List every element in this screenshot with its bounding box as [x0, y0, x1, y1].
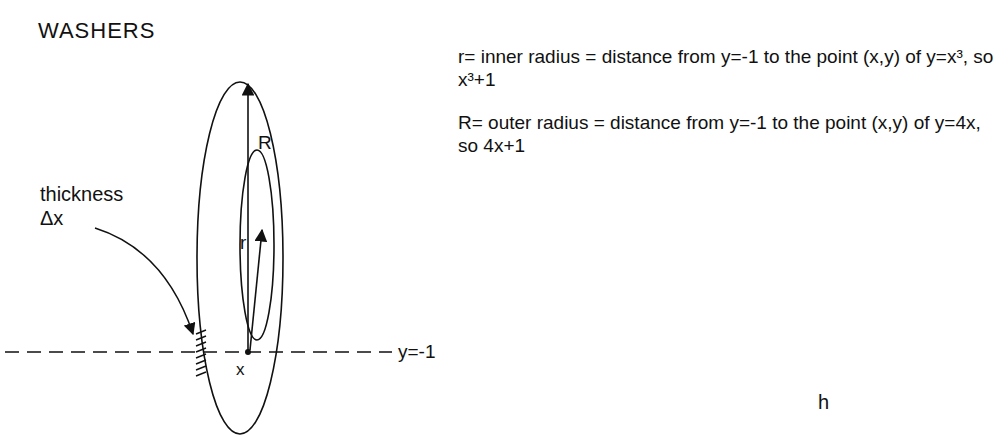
title: WASHERS — [38, 18, 155, 44]
inner-ellipse — [240, 150, 274, 340]
leader-line — [95, 228, 193, 334]
x-point — [245, 349, 251, 355]
x-label: x — [236, 360, 245, 380]
outer-ellipse — [197, 82, 283, 434]
outer-radius-label: R — [258, 132, 272, 155]
outer-radius-arrow — [247, 84, 249, 350]
inner-radius-arrow — [250, 230, 262, 350]
inner-radius-label: r — [240, 232, 246, 255]
axis-label: y=-1 — [398, 341, 436, 364]
thickness-hatch — [196, 330, 206, 376]
thickness-label: thickness Δx — [40, 182, 150, 230]
stray-mark: h — [818, 390, 829, 414]
inner-radius-note: r= inner radius = distance from y=-1 to … — [458, 46, 996, 92]
outer-radius-note: R= outer radius = distance from y=-1 to … — [458, 112, 996, 158]
